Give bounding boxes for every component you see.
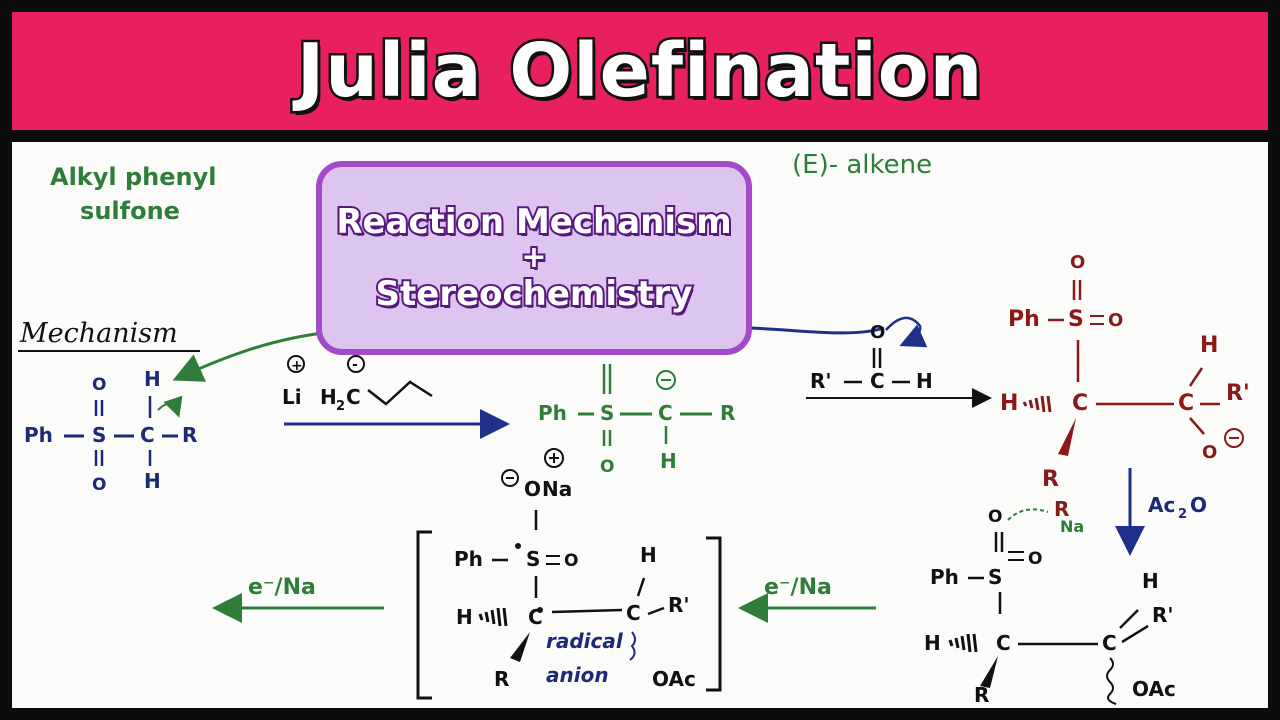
ac2o-o: O [1190,493,1207,517]
s3-o-right: O [1108,310,1123,331]
s2-ph: Ph [538,401,567,425]
s3-o-top: O [1070,252,1085,273]
s5-h-top: H [640,543,657,567]
s2-s: S [600,401,614,425]
s3-ph: Ph [1008,307,1040,332]
ald-o: O [870,322,885,343]
alkyl-line1: Alkyl phenyl [50,163,217,191]
ald-c: C [870,369,885,393]
s4-c-left: C [996,631,1011,655]
s3-o-minus: O [1202,442,1217,463]
reaction-mechanism-overlay: Reaction Mechanism + Stereochemistry [316,161,752,355]
s4-h-left: H [924,631,941,655]
ac2o-ac: Ac [1148,493,1175,517]
alkyl-phenyl-sulfone-note: Alkyl phenyl sulfone [50,160,217,228]
arrow-deprotonation [172,330,333,382]
s2-h: H [660,449,677,473]
s1-h-bottom: H [144,469,161,493]
structure-4: O Ph S O R Na H C C R' H OAc R [924,497,1176,707]
s4-s: S [988,565,1002,589]
s5-r: R [494,667,509,691]
anion-label: anion [546,663,609,687]
s2-c: C [658,401,673,425]
overlay-line1: Reaction Mechanism [334,200,733,244]
s3-s: S [1068,307,1084,332]
s1-o-bottom: O [92,475,106,495]
s4-r-migrating: R [1054,497,1069,521]
s4-c-right: C [1102,631,1117,655]
structure-5: O Na Ph S O H C C R' H OAc R [454,448,696,691]
s1-r: R [182,423,197,447]
reagent-butyllithium: + Li - H 2 C [282,355,433,414]
s1-h-top: H [144,367,161,391]
radical-anion-label: radical anion [546,629,636,687]
s1-ph: Ph [24,423,53,447]
ac2o-sub: 2 [1178,507,1187,522]
s4-h-top: H [1142,569,1159,593]
s3-c-left: C [1072,391,1088,416]
s4-oac: OAc [1132,677,1176,701]
reagent-e-na-left: e⁻/Na [248,575,316,600]
s3-c-right: C [1178,391,1194,416]
mechanism-label: Mechanism [20,318,178,349]
s5-rp: R' [668,593,690,617]
s4-na: Na [1060,517,1084,536]
page-title: Julia Olefination [294,26,985,117]
overlay-plus: + [519,240,548,275]
title-banner [12,12,1268,130]
s1-c: C [140,423,155,447]
li-label: Li [282,385,302,409]
structure-3: O Ph S O H C C R' H O R [1000,252,1250,492]
li-plus: + [291,358,303,374]
s4-rp: R' [1152,603,1174,627]
h2c-h: H [320,385,337,409]
s5-o-right: O [564,551,578,571]
s2-r: R [720,401,735,425]
s1-o-top: O [92,375,106,395]
ald-h: H [916,369,933,393]
s5-na: Na [542,477,572,501]
reagent-e-na-right: e⁻/Na [764,575,832,600]
radical-label: radical [546,629,624,653]
s5-oac: OAc [652,667,696,691]
mechanism-underline [18,350,200,352]
s5-o-na-o: O [524,477,541,501]
h2c-minus: - [352,357,358,373]
s3-rp: R' [1226,381,1250,406]
h2c-c: C [346,385,361,409]
structure-1: Ph S C R O O H H [24,367,197,495]
e-alkene-note: (E)- alkene [792,150,933,180]
s4-ph: Ph [930,565,959,589]
mechanism-drawing: Ph S C R O O H H + Li - H 2 [24,252,1250,707]
s3-r: R [1042,467,1059,492]
overlay-line2: Stereochemistry [374,272,695,316]
radical-anion-brackets [416,530,722,700]
alkyl-line2: sulfone [80,197,180,225]
s4-o-top: O [988,507,1002,527]
s5-ph: Ph [454,547,483,571]
ald-r: R' [810,369,832,393]
s4-o-right: O [1028,549,1042,569]
s3-h-top: H [1200,333,1218,358]
s1-s: S [92,423,106,447]
structure-2: Ph S C R O H [538,364,735,477]
reagent-ac2o: Ac 2 O [1148,493,1207,522]
aldehyde: R' C H O [810,316,933,393]
s5-c-right: C [626,601,641,625]
arrow-attack [749,326,885,335]
s4-r: R [974,683,989,707]
s3-h-left: H [1000,391,1018,416]
s5-s: S [526,547,540,571]
s5-h-left: H [456,605,473,629]
whiteboard: Alkyl phenyl sulfone (E)- alkene Mechani… [12,142,1268,708]
h2c-sub: 2 [336,399,345,414]
s2-o: O [600,457,614,477]
